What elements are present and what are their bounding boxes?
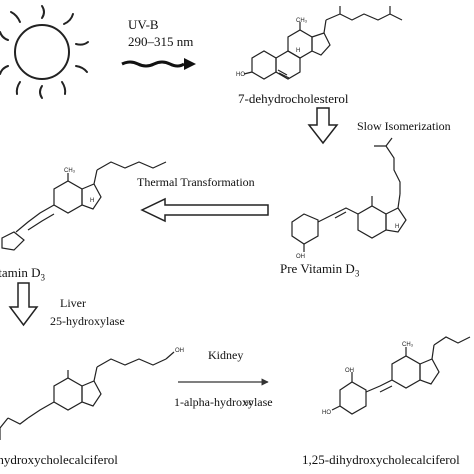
arrow-right-icon bbox=[121, 58, 196, 70]
vitamin-d3-structure bbox=[1, 161, 167, 251]
arrow-down-icon bbox=[8, 282, 39, 327]
dehydrocholesterol-structure bbox=[243, 6, 403, 80]
vitamin-d3-label: Vitamin D3 bbox=[0, 266, 45, 283]
atom-label-ho: HO bbox=[236, 72, 245, 78]
liver-label: Liver bbox=[60, 296, 86, 310]
atom-label-ho: HO bbox=[322, 410, 331, 416]
arrow-down-icon bbox=[307, 107, 339, 145]
subscript-3: 3 bbox=[354, 268, 360, 279]
subscript-3: 3 bbox=[40, 272, 45, 283]
pre-vitamin-d3-text: Pre Vitamin D bbox=[280, 261, 355, 276]
atom-label-ho: HO bbox=[244, 401, 253, 407]
uvb-range: 290–315 nm bbox=[128, 34, 194, 49]
calcitriol-structure bbox=[331, 336, 471, 415]
alpha-hydroxylase-label: 1-alpha-hydroxylase bbox=[174, 395, 273, 409]
hydroxylase-25-label: 25-hydroxylase bbox=[50, 314, 125, 328]
calcitriol-label: 1,25-dihydroxycholecalciferol bbox=[302, 452, 460, 467]
atom-label-h: H bbox=[395, 224, 399, 230]
atom-label-ch3: CH₃ bbox=[296, 18, 308, 24]
uvb-title: UV-B bbox=[128, 17, 159, 32]
atom-label-oh: OH bbox=[345, 368, 354, 374]
dehydrocholesterol-label: 7-dehydrocholesterol bbox=[238, 91, 349, 106]
atom-label-h: H bbox=[296, 48, 300, 54]
pre-vitamin-d3-structure bbox=[291, 137, 407, 252]
kidney-label: Kidney bbox=[208, 348, 244, 362]
atom-label-oh: OH bbox=[296, 254, 305, 260]
atom-label-oh: OH bbox=[175, 348, 184, 354]
pre-vitamin-d3-label: Pre Vitamin D3 bbox=[280, 262, 359, 279]
sun-icon bbox=[0, 5, 89, 99]
vitamin-d3-text: Vitamin D bbox=[0, 265, 41, 280]
arrow-left-icon bbox=[140, 197, 269, 223]
calcifediol-label: 25-hydroxycholecalciferol bbox=[0, 452, 118, 467]
atom-label-h: H bbox=[90, 198, 94, 204]
calcifediol-structure bbox=[0, 351, 175, 440]
thermal-transformation-label: Thermal Transformation bbox=[137, 175, 255, 189]
atom-label-ch3: CH₃ bbox=[64, 168, 76, 174]
atom-label-ch3: CH₃ bbox=[402, 342, 414, 348]
slow-isomerization-label: Slow Isomerization bbox=[357, 119, 451, 133]
